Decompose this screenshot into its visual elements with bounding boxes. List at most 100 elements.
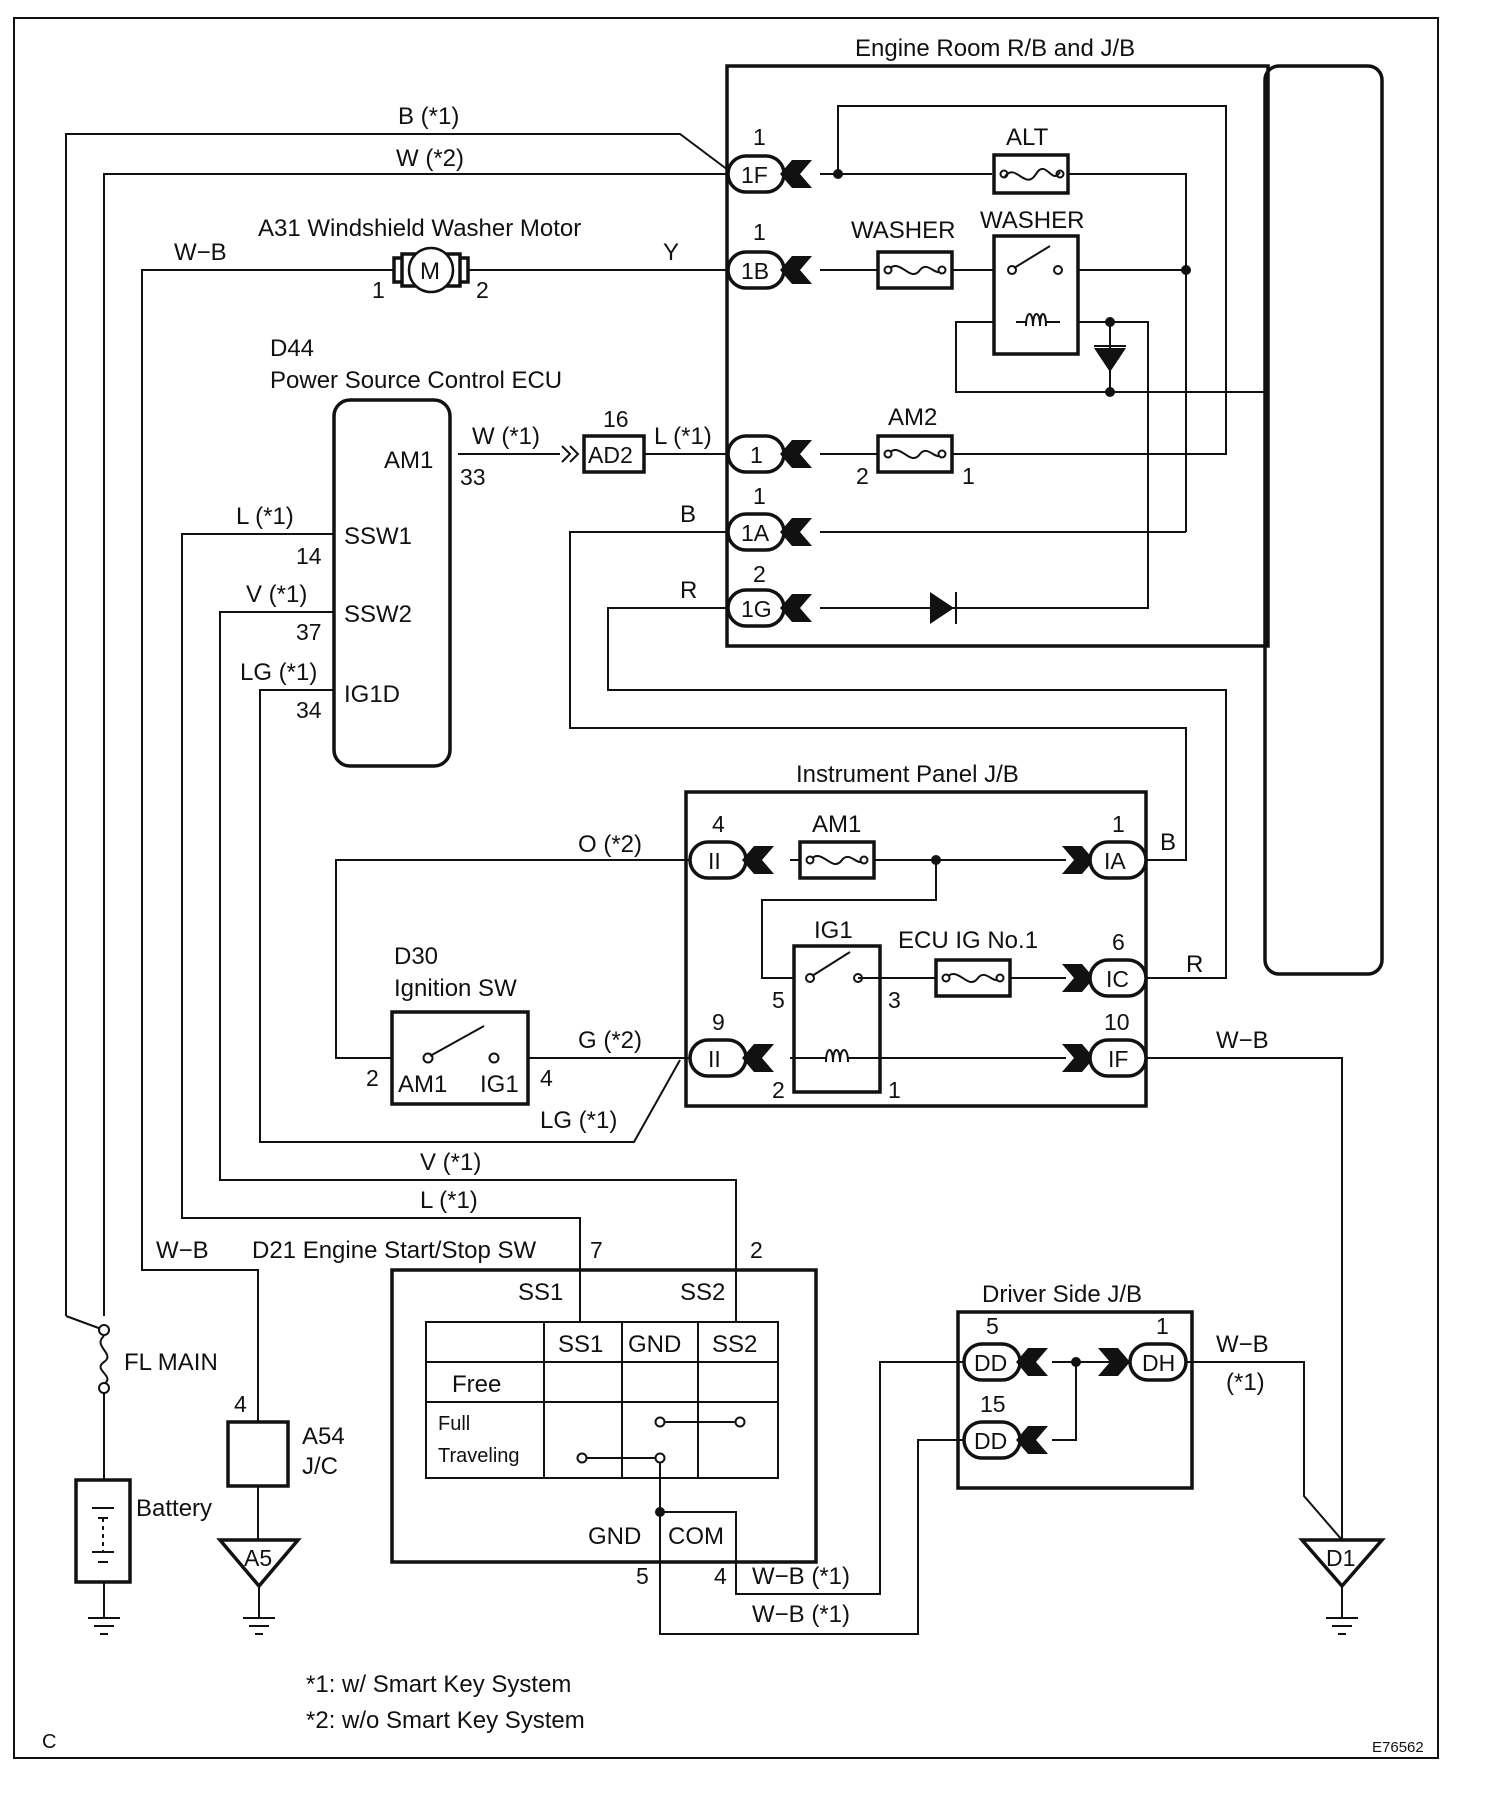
motor-pin-2: 2 <box>476 277 489 303</box>
svg-text:2: 2 <box>753 561 766 587</box>
ground-d1: D1 <box>1298 1538 1386 1635</box>
fl-main-link: FL MAIN <box>65 1315 218 1480</box>
figure-id: E76562 <box>1372 1739 1424 1756</box>
connector-ad2: AD2 16 <box>582 406 646 474</box>
am1-fuse: AM1 <box>798 811 876 880</box>
washer-fuse: WASHER <box>851 217 955 290</box>
wire-v-s1-b: V (*1) <box>420 1149 481 1176</box>
wire-wb-s1-a: W−B (*1) <box>752 1563 850 1590</box>
engine-room-wiring <box>820 105 1265 609</box>
ecu-name: Power Source Control ECU <box>270 367 562 394</box>
svg-text:II: II <box>708 1046 721 1072</box>
connector-dh: DH 1 <box>1098 1313 1188 1382</box>
relay-diode <box>1094 345 1126 372</box>
note-2: *2: w/o Smart Key System <box>306 1707 585 1734</box>
battery-label: Battery <box>136 1495 212 1522</box>
ig1-relay-label: IG1 <box>814 917 853 944</box>
wire-b: B <box>680 501 696 528</box>
outer-frame <box>13 17 1439 1759</box>
connector-ii-top: II 4 <box>688 811 774 880</box>
table-header-ss2: SS2 <box>712 1331 757 1358</box>
fl-main-label: FL MAIN <box>124 1349 218 1376</box>
ign-name: Ignition SW <box>394 975 517 1002</box>
ss2-label: SS2 <box>680 1279 725 1306</box>
ecu-ssw2: SSW2 <box>344 601 412 628</box>
svg-text:9: 9 <box>712 1009 725 1035</box>
jc-code: A54 <box>302 1423 345 1450</box>
ign-pin-2: 2 <box>366 1065 379 1091</box>
ecu-pin-14: 14 <box>296 543 322 569</box>
wire-wb-s1-b: W−B (*1) <box>752 1601 850 1628</box>
driver-side-jb: Driver Side J/B <box>956 1281 1194 1490</box>
connector-dd5: DD 5 <box>962 1313 1048 1382</box>
ig1-pin-3: 3 <box>888 987 901 1013</box>
ig1-pin-1: 1 <box>888 1077 901 1103</box>
connector-if: IF 10 <box>1062 1009 1148 1078</box>
svg-text:1B: 1B <box>741 258 769 284</box>
connector-ia: IA 1 B <box>1062 811 1176 880</box>
power-source-ecu: D44 Power Source Control ECU AM1 SSW1 SS… <box>270 335 562 768</box>
ss-pin-4: 4 <box>714 1563 727 1589</box>
ecu-ssw1: SSW1 <box>344 523 412 550</box>
engine-start-stop-sw: D21 Engine Start/Stop SW 7 2 SS1 SS2 SS1… <box>252 1237 968 1635</box>
svg-text:4: 4 <box>712 811 725 837</box>
ecu-am1: AM1 <box>384 447 433 474</box>
ign-am1: AM1 <box>398 1071 447 1098</box>
table-row-free: Free <box>452 1371 501 1398</box>
com-label: COM <box>668 1523 724 1550</box>
jc-name: J/C <box>302 1453 338 1480</box>
wire-b-s1: B (*1) <box>398 103 459 130</box>
connector-1f: 1F 1 <box>726 124 812 194</box>
svg-text:AD2: AD2 <box>588 442 633 468</box>
battery: Battery <box>74 1478 212 1635</box>
motor-pin-1: 1 <box>372 277 385 303</box>
connector-ic: IC 6 R <box>1062 929 1203 998</box>
table-row-traveling: Traveling <box>438 1445 520 1467</box>
note-1: *1: w/ Smart Key System <box>306 1671 571 1698</box>
jc-pin-4: 4 <box>234 1391 247 1417</box>
wire-lg-s1-b: LG (*1) <box>540 1107 617 1134</box>
ign-pin-4: 4 <box>540 1065 553 1091</box>
ign-code: D30 <box>394 943 438 970</box>
ecu-code: D44 <box>270 335 314 362</box>
svg-text:1A: 1A <box>741 520 770 546</box>
corner-c: C <box>42 1731 56 1753</box>
am2-pin-1: 1 <box>962 463 975 489</box>
ig1-pin-5: 5 <box>772 987 785 1013</box>
connector-1: 1 <box>726 434 812 474</box>
instrument-panel-title: Instrument Panel J/B <box>796 761 1019 788</box>
driver-side-title: Driver Side J/B <box>982 1281 1142 1308</box>
table-row-full: Full <box>438 1413 470 1435</box>
wire-l-s1-b: L (*1) <box>420 1187 478 1214</box>
ss-pin-5: 5 <box>636 1563 649 1589</box>
ip-external-wiring: O (*2) G (*2) W−B <box>335 831 1343 1540</box>
table-header-ss1: SS1 <box>558 1331 603 1358</box>
svg-text:1: 1 <box>750 442 763 468</box>
wire-w-s2: W (*2) <box>396 145 464 172</box>
engine-room-title: Engine Room R/B and J/B <box>855 35 1135 62</box>
motor-symbol: M <box>420 258 440 285</box>
svg-text:1: 1 <box>1156 1313 1169 1339</box>
diode-1g <box>930 592 957 624</box>
svg-text:IA: IA <box>1104 848 1126 874</box>
svg-text:6: 6 <box>1112 929 1125 955</box>
instrument-panel-jb: Instrument Panel J/B <box>684 761 1148 1108</box>
am2-label: AM2 <box>888 404 937 431</box>
connector-1b: 1B 1 <box>726 219 812 290</box>
am2-pin-2: 2 <box>856 463 869 489</box>
external-wiring-top: B (*1) W (*2) W−B Y W (*1) L (*1) B R <box>65 103 1227 1408</box>
washer-relay: WASHER <box>980 207 1084 356</box>
svg-text:D1: D1 <box>1326 1545 1355 1571</box>
svg-text:IF: IF <box>1108 1046 1128 1072</box>
ground-a5: A5 <box>216 1538 302 1635</box>
ecu-pin-33: 33 <box>460 464 486 490</box>
wire-ic-r: R <box>1186 951 1203 978</box>
ss1-label: SS1 <box>518 1279 563 1306</box>
svg-text:IC: IC <box>1106 966 1129 992</box>
am2-fuse: AM2 2 1 <box>856 404 975 489</box>
wire-dh-wb: W−B <box>1216 1331 1269 1358</box>
svg-text:16: 16 <box>603 406 629 432</box>
svg-text:15: 15 <box>980 1391 1006 1417</box>
alt-fusible-link: ALT <box>992 124 1070 195</box>
